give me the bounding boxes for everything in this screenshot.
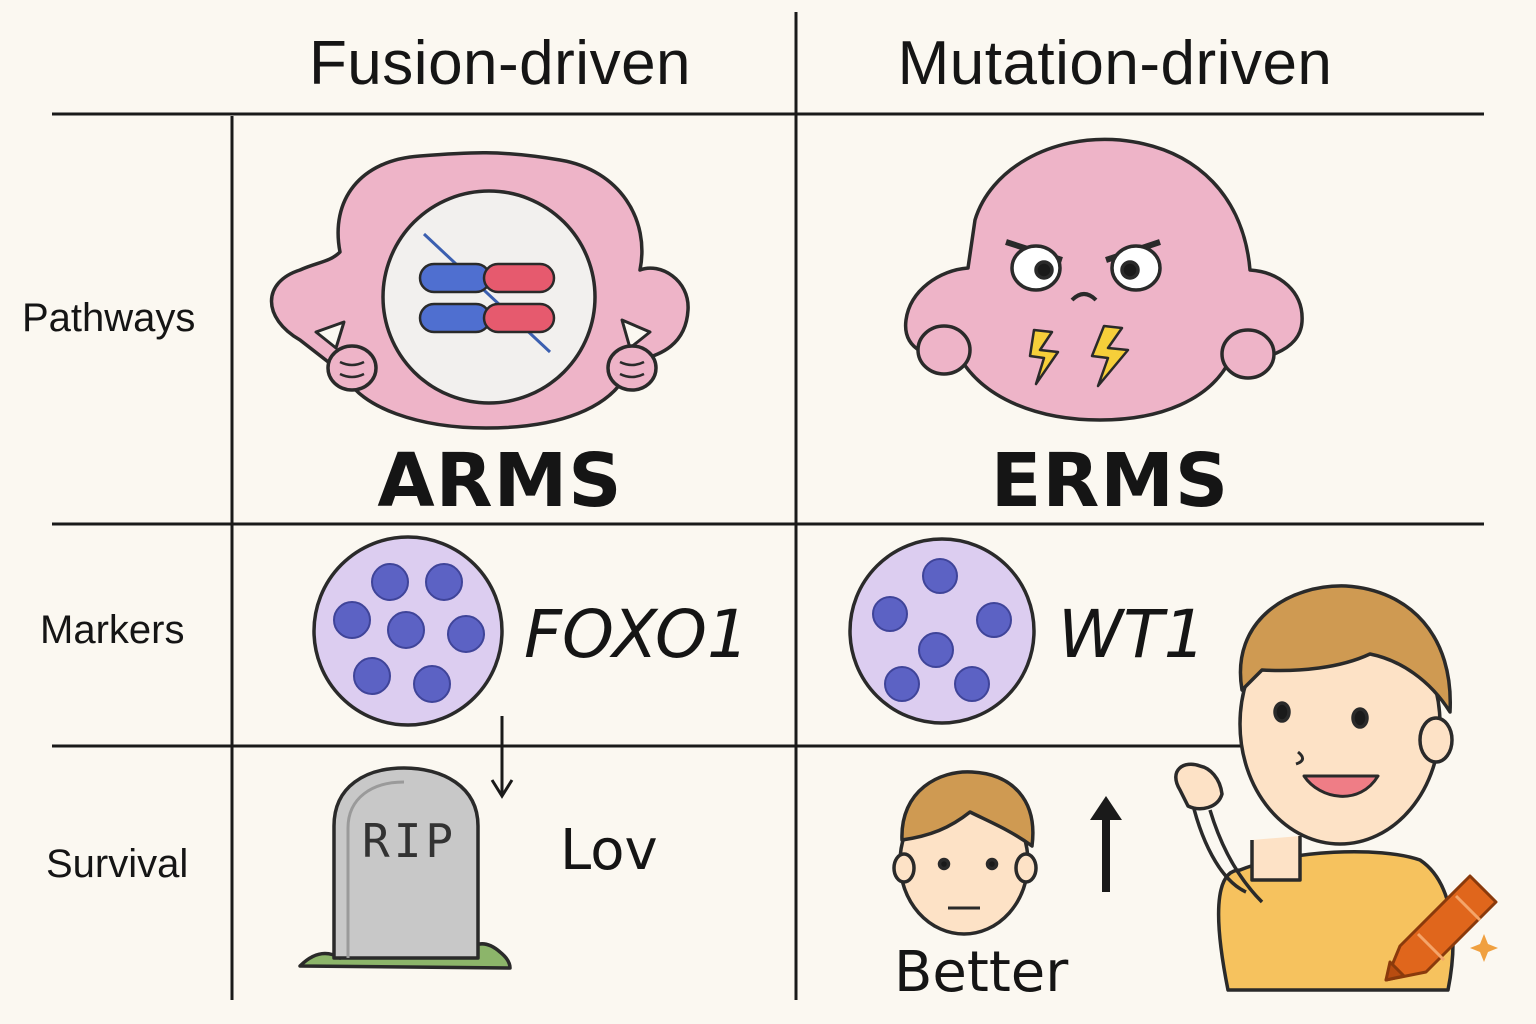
- erms-nucleus-icon: [848, 537, 1036, 725]
- column-header-fusion: Fusion-driven: [308, 29, 692, 98]
- marker-wt1: WT1: [1058, 596, 1206, 673]
- arms-nucleus-icon: [312, 535, 504, 727]
- sparkle-icon: [1470, 934, 1498, 962]
- table-grid: [52, 12, 1484, 1000]
- small-boy-icon: [892, 770, 1038, 936]
- subtype-label-arms: ARMS: [377, 438, 623, 524]
- row-header-markers: Markers: [40, 608, 185, 652]
- marker-foxo1: FOXO1: [524, 596, 749, 673]
- down-arrow-icon: [490, 716, 514, 799]
- tombstone-icon: [298, 766, 512, 970]
- tombstone-text: RIP: [362, 814, 458, 868]
- survival-erms: Better: [894, 940, 1069, 1005]
- survival-arms: Lov: [560, 818, 658, 883]
- arms-cell-icon: [269, 151, 690, 430]
- subtype-label-erms: ERMS: [990, 438, 1230, 524]
- row-header-survival: Survival: [46, 842, 189, 886]
- crayon-icon: [1384, 874, 1498, 982]
- row-header-pathways: Pathways: [22, 296, 196, 340]
- big-boy-icon: [1174, 584, 1455, 992]
- erms-angry-cell-icon: [903, 137, 1304, 422]
- up-arrow-icon: [1090, 796, 1122, 892]
- column-header-mutation: Mutation-driven: [897, 29, 1333, 98]
